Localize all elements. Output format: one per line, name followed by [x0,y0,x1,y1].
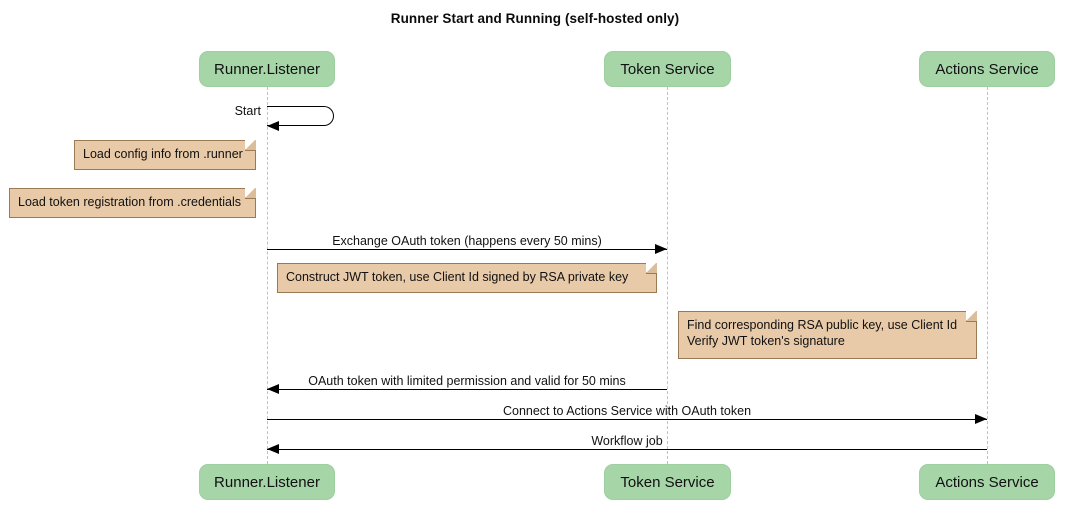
self-message-label-start: Start [234,104,261,118]
note-fold-corner-icon [646,262,657,274]
participant-label: Actions Service [935,473,1039,491]
participant-top-token[interactable]: Token Service [604,51,731,87]
participant-label: Token Service [620,60,715,78]
arrowhead-left-icon [267,384,279,395]
arrowhead-right-icon [655,244,667,255]
page-title: Runner Start and Running (self-hosted on… [390,11,680,26]
note-load-token-registration: Load token registration from .credential… [9,187,256,218]
note-fold-corner-icon [245,187,256,199]
participant-label: Runner.Listener [214,60,320,78]
arrowhead-left-icon [267,120,279,131]
arrowhead-right-icon [975,414,987,425]
participant-top-runner[interactable]: Runner.Listener [199,51,335,87]
msg-oauth-token-response-line [267,389,667,390]
participant-label: Actions Service [935,60,1039,78]
participant-top-actions[interactable]: Actions Service [919,51,1055,87]
note-text: Find corresponding RSA public key, use C… [687,318,958,348]
lifeline-token [667,87,668,464]
note-text: Load config info from .runner [83,147,243,161]
arrowhead-left-icon [267,444,279,455]
lifeline-actions [987,87,988,464]
msg-exchange-oauth-token-label: Exchange OAuth token (happens every 50 m… [332,234,602,248]
msg-connect-to-actions-service-label: Connect to Actions Service with OAuth to… [502,404,752,418]
lifeline-runner [267,87,268,464]
note-construct-jwt: Construct JWT token, use Client Id signe… [277,262,657,293]
participant-label: Runner.Listener [214,473,320,491]
note-text: Load token registration from .credential… [18,195,242,209]
note-text: Construct JWT token, use Client Id signe… [286,270,629,284]
msg-workflow-job-line [267,449,987,450]
participant-bottom-token[interactable]: Token Service [604,464,731,500]
self-message-start-loop [267,106,334,126]
msg-oauth-token-response-label: OAuth token with limited permission and … [308,374,626,388]
participant-label: Token Service [620,473,715,491]
participant-bottom-runner[interactable]: Runner.Listener [199,464,335,500]
msg-connect-to-actions-service-line [267,419,987,420]
participant-bottom-actions[interactable]: Actions Service [919,464,1055,500]
msg-workflow-job-label: Workflow job [591,434,663,448]
msg-exchange-oauth-token-line [267,249,667,250]
note-fold-corner-icon [966,310,977,322]
note-find-rsa-public-key: Find corresponding RSA public key, use C… [678,310,977,359]
note-fold-corner-icon [245,139,256,151]
note-load-config: Load config info from .runner [74,139,256,170]
